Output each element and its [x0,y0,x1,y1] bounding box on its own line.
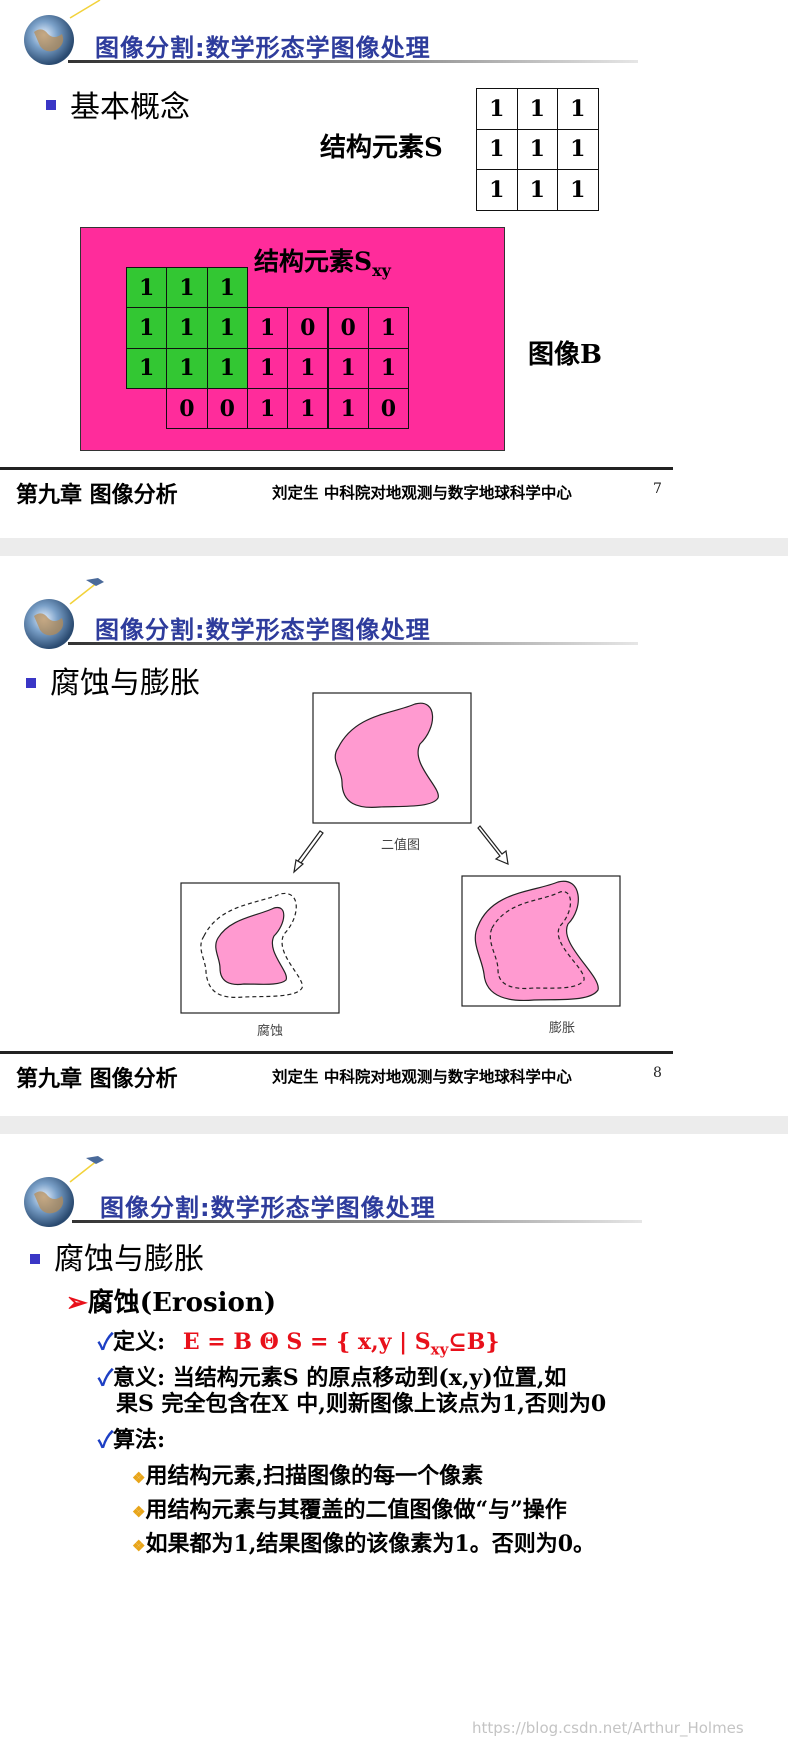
meaning-line-2: 果S 完全包含在X 中,则新图像上该点为1,否则为0 [116,1391,607,1417]
caption-erosion: 腐蚀 [257,1024,284,1039]
struct-cell: 1 [557,128,599,170]
algo-step-1: ❖用结构元素,扫描图像的每一个像素 [132,1463,484,1489]
check-bullet-icon: ✓ [98,1365,114,1391]
sxy-cell: 1 [126,307,168,349]
diamond-bullet-icon: ❖ [132,1503,146,1521]
bullet-square-icon [46,100,56,110]
slide-title: 图像分割:数学形态学图像处理 [95,34,431,62]
image-b-cell: 1 [246,307,289,349]
globe-logo-icon [24,1156,104,1227]
bullet-square-icon [30,1254,40,1264]
struct-element-label: 结构元素S [320,133,443,163]
slide-separator [0,538,788,556]
struct-cell: 1 [476,88,518,130]
sxy-cell: 1 [206,267,248,309]
heading-erosion-dilation: 腐蚀与膨胀 [50,666,200,701]
algo-step-2: ❖用结构元素与其覆盖的二值图像做“与”操作 [132,1497,567,1523]
globe-logo-icon [24,0,101,65]
struct-cell: 1 [476,169,518,211]
meaning-line-1: ✓意义: 当结构元素S 的原点移动到(x,y)位置,如 [98,1365,567,1391]
slide-separator [0,1116,788,1134]
footer-chapter: 第九章 图像分析 [16,482,178,508]
check-bullet-icon: ✓ [98,1427,114,1453]
footer-rule [0,1051,673,1054]
image-b-cell: 0 [166,387,208,430]
check-bullet-icon: ✓ [98,1329,114,1355]
footer-chapter: 第九章 图像分析 [16,1066,178,1092]
image-b-cell: 0 [287,307,329,349]
footer-rule [0,467,673,470]
erosion-dilation-diagram [180,692,621,1014]
footer-author: 刘定生 中科院对地观测与数字地球科学中心 [272,1067,572,1086]
title-underline [68,642,638,645]
sxy-cell: 1 [206,347,248,389]
bullet-square-icon [26,678,36,688]
sxy-label: 结构元素Sxy [254,247,391,280]
watermark: https://blog.csdn.net/Arthur_Holmes [472,1719,744,1737]
sxy-cell: 1 [166,307,208,349]
sxy-cell: 1 [206,307,248,349]
image-b-cell: 0 [206,387,248,430]
arrow-bullet-icon: ➢ [66,1288,88,1318]
footer-author: 刘定生 中科院对地观测与数字地球科学中心 [272,483,572,502]
image-b-cell: 1 [327,347,369,389]
globe-logo-icon [24,578,104,649]
title-underline [68,60,638,63]
caption-binary-image: 二值图 [381,838,421,853]
sxy-cell: 1 [126,347,168,389]
title-underline [72,1220,642,1223]
sxy-cell: 1 [126,267,168,309]
diamond-bullet-icon: ❖ [132,1469,146,1487]
caption-dilation: 膨胀 [549,1021,576,1036]
image-b-cell: 1 [367,307,410,349]
struct-cell: 1 [557,169,599,211]
slide-title: 图像分割:数学形态学图像处理 [100,1194,436,1222]
struct-cell: 1 [516,128,558,170]
page-number: 7 [653,481,662,497]
struct-cell: 1 [516,88,558,130]
page-number: 8 [653,1065,662,1081]
slide-8: 图像分割:数学形态学图像处理 腐蚀与膨胀 二值图 腐蚀 膨胀 第九章 图像分析 … [0,556,788,1116]
heading-basic-concept: 基本概念 [70,90,190,125]
diamond-bullet-icon: ❖ [132,1537,146,1555]
struct-cell: 1 [557,88,599,130]
image-b-label: 图像B [528,340,602,370]
slide-title: 图像分割:数学形态学图像处理 [95,616,431,644]
image-b-cell: 0 [327,307,369,349]
image-b-cell: 1 [287,347,329,389]
image-b-cell: 0 [367,387,410,430]
heading-erosion-dilation: 腐蚀与膨胀 [54,1242,204,1277]
image-b-cell: 1 [367,347,410,389]
image-b-cell: 1 [246,347,289,389]
struct-cell: 1 [516,169,558,211]
sub-heading-erosion: ➢腐蚀(Erosion) [66,1288,277,1318]
algorithm-label: ✓算法: [98,1427,166,1453]
image-b-cell: 1 [246,387,289,430]
definition-line: ✓定义: E = B Θ S = { x,y | Sxy⊆B} [98,1329,500,1359]
slide-9: 图像分割:数学形态学图像处理 腐蚀与膨胀 ➢腐蚀(Erosion) ✓定义: E… [0,1134,788,1743]
struct-cell: 1 [476,128,518,170]
image-b-cell: 1 [327,387,369,430]
image-b-cell: 1 [287,387,329,430]
sxy-cell: 1 [166,347,208,389]
algo-step-3: ❖如果都为1,结果图像的该像素为1。否则为0。 [132,1531,596,1557]
sxy-cell: 1 [166,267,208,309]
